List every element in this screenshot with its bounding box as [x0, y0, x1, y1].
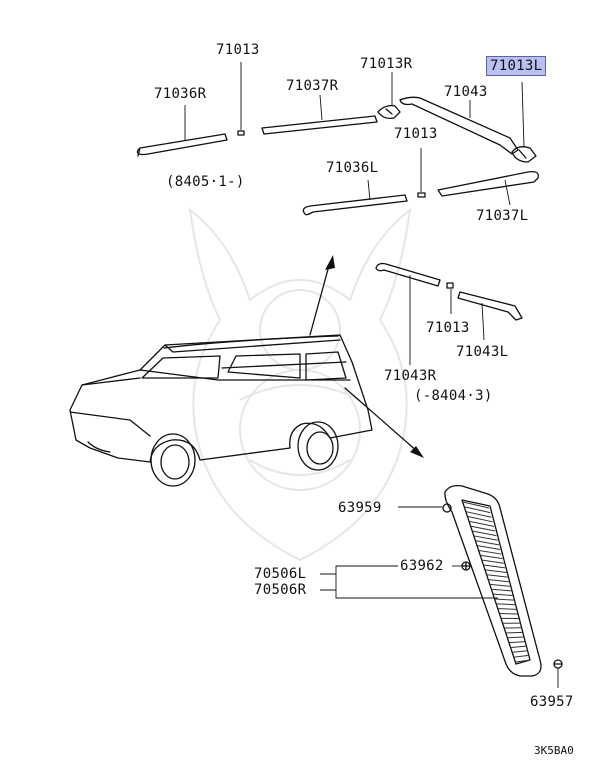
- panel-70506-ribs: [462, 501, 531, 663]
- end-cap-71013L[interactable]: [511, 146, 537, 163]
- panel-rib: [506, 631, 523, 634]
- panel-rib: [512, 650, 528, 653]
- panel-rib: [480, 554, 503, 560]
- panel-rib: [491, 588, 512, 592]
- arrow-down-head: [410, 446, 424, 458]
- panel-rib: [487, 574, 508, 578]
- vehicle-illustration: [69, 334, 373, 487]
- label-71036R: 71036R: [154, 86, 207, 102]
- label-70506L: 70506L: [254, 566, 307, 582]
- arrow-up-head: [325, 255, 335, 270]
- strip-71043L[interactable]: [457, 291, 523, 321]
- clip-71013-top[interactable]: [237, 130, 245, 136]
- label-71043L: 71043L: [456, 344, 509, 360]
- panel-rib: [477, 545, 501, 550]
- label-71013-top: 71013: [216, 42, 260, 58]
- label-71013L-highlighted[interactable]: 71013L: [486, 56, 547, 76]
- strip-71043[interactable]: [399, 96, 519, 155]
- panel-rib: [478, 549, 502, 555]
- panel-rib: [470, 525, 496, 532]
- label-71043R: 71043R: [384, 368, 437, 384]
- screw-63957[interactable]: [553, 659, 563, 688]
- panel-70506[interactable]: [444, 484, 542, 677]
- serial-range-from: (8405·1-): [166, 174, 245, 190]
- panel-rib: [469, 520, 495, 527]
- label-71036L: 71036L: [326, 160, 379, 176]
- panel-rib: [472, 530, 497, 537]
- clip-71013-mid[interactable]: [417, 192, 426, 198]
- panel-rib: [514, 654, 529, 658]
- strip-71037R[interactable]: [261, 115, 378, 135]
- panel-rib: [466, 511, 492, 518]
- strip-71037L[interactable]: [437, 170, 539, 197]
- end-cap-71013R[interactable]: [377, 104, 401, 120]
- serial-range-to: (-8404·3): [414, 388, 493, 404]
- clip-63962[interactable]: [452, 561, 471, 571]
- panel-rib: [475, 540, 500, 546]
- panel-rib: [485, 569, 507, 573]
- panel-rib: [467, 516, 493, 523]
- label-63959: 63959: [338, 500, 382, 516]
- label-71043: 71043: [444, 84, 488, 100]
- panel-rib: [464, 506, 491, 514]
- label-63957: 63957: [530, 694, 574, 710]
- label-71037L: 71037L: [476, 208, 529, 224]
- label-63962: 63962: [400, 558, 444, 574]
- panel-rib: [498, 608, 517, 610]
- label-71037R: 71037R: [286, 78, 339, 94]
- label-70506R: 70506R: [254, 582, 307, 598]
- panel-rib: [511, 645, 527, 648]
- strip-71043R[interactable]: [375, 262, 441, 287]
- label-71013-mid: 71013: [394, 126, 438, 142]
- panel-rib: [462, 501, 490, 509]
- panel-rib: [509, 641, 526, 644]
- panel-rib: [496, 603, 516, 606]
- panel-rib: [507, 636, 524, 639]
- label-71013R: 71013R: [360, 56, 413, 72]
- arrow-up: [309, 261, 331, 336]
- clip-71013-lower[interactable]: [446, 282, 454, 289]
- diagram-code: 3K5BA0: [534, 744, 574, 757]
- panel-rib: [515, 659, 531, 663]
- arrow-down: [344, 387, 419, 453]
- panel-rib: [493, 593, 513, 597]
- panel-rib: [488, 579, 509, 583]
- label-71013-lower: 71013: [426, 320, 470, 336]
- panel-rib: [474, 535, 498, 541]
- strip-71036L[interactable]: [302, 194, 408, 216]
- panel-rib: [482, 559, 504, 564]
- panel-rib: [495, 598, 514, 601]
- clip-63959[interactable]: [398, 503, 452, 513]
- strip-71036R[interactable]: [136, 133, 228, 157]
- panel-rib: [490, 583, 511, 587]
- panel-rib: [483, 564, 506, 569]
